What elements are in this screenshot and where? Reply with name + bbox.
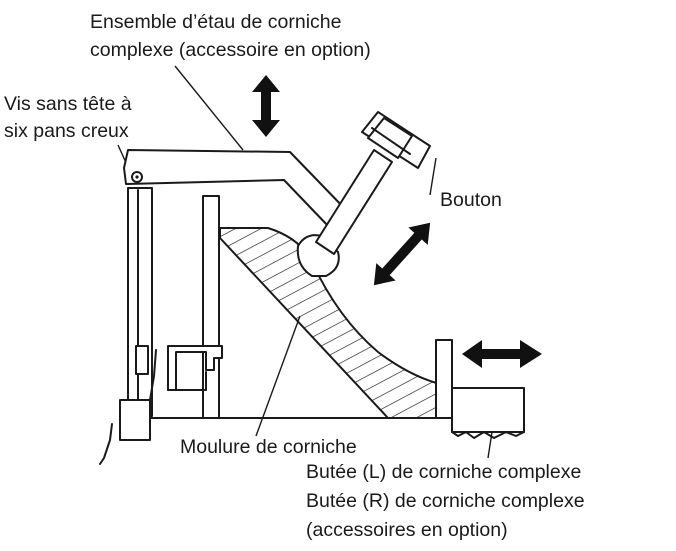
crown-stopper [435, 339, 525, 439]
clamp-arm [123, 149, 349, 229]
vertical-arrow-icon [252, 75, 280, 137]
crown-molding-label: Moulure de corniche [180, 436, 357, 458]
stopper-label-line1: Butée (L) de corniche complexe [306, 461, 581, 483]
knob-label: Bouton [440, 189, 502, 211]
set-screw-icon [131, 171, 143, 183]
fence [99, 187, 157, 465]
clamp-assembly-leader [174, 65, 244, 151]
set-screw-label-line2: six pans creux [4, 120, 129, 142]
clamp-assembly-label-line2: complexe (accessoire en option) [90, 39, 371, 61]
diagonal-arrow-icon [373, 222, 431, 286]
crown-molding [219, 227, 441, 419]
stopper-label-line3: (accessoires en option) [306, 519, 508, 541]
set-screw-label-line1: Vis sans tête à [4, 93, 132, 115]
horizontal-arrow-icon [462, 340, 542, 368]
stopper-label-line2: Butée (R) de corniche complexe [306, 490, 585, 512]
clamp-assembly-label-line1: Ensemble d’étau de corniche [90, 11, 342, 33]
crown-molding-leader [255, 315, 301, 437]
knob-assembly [296, 111, 431, 277]
knob-leader [429, 157, 437, 196]
clamp-jaw [167, 195, 223, 419]
